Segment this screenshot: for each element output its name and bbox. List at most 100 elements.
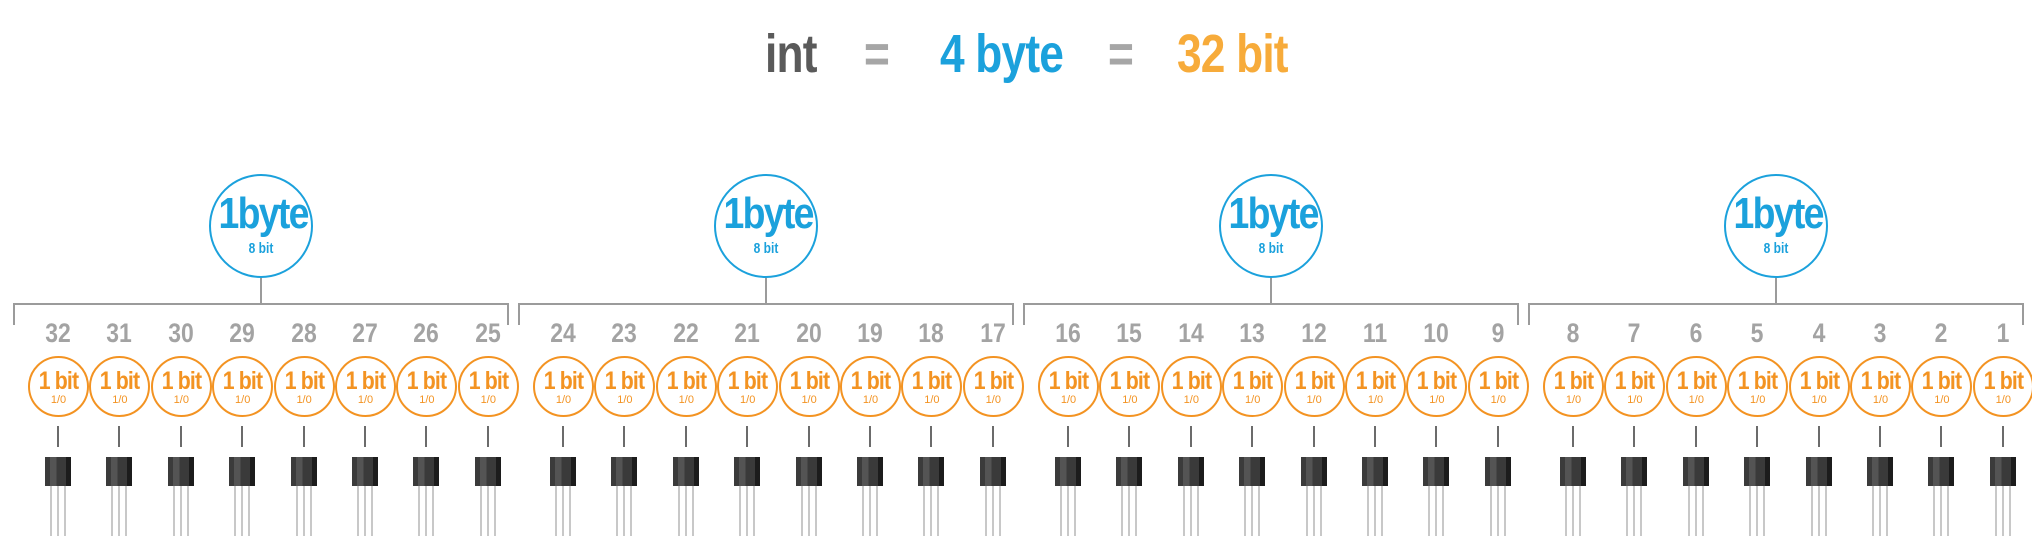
bit-label: 1 bit xyxy=(1417,367,1457,395)
transistor-leg xyxy=(1489,486,1492,536)
bit-label: 1 bit xyxy=(1355,367,1396,395)
bit-connector-line xyxy=(302,426,305,447)
bit-label: 1 bit xyxy=(1737,367,1778,395)
transistor-leg xyxy=(1947,486,1950,536)
bit-number: 15 xyxy=(1116,318,1143,348)
bit-connector-line xyxy=(1879,426,1881,447)
transistor-leg xyxy=(357,486,359,536)
transistor-leg xyxy=(2008,486,2011,536)
transistor-leg xyxy=(677,486,680,536)
title-equals-1: = xyxy=(864,24,890,84)
title-equals-2: = xyxy=(1108,24,1134,84)
transistor-body xyxy=(1055,457,1081,486)
transistor-body xyxy=(229,457,256,486)
transistor-leg xyxy=(118,486,121,536)
transistor-icon xyxy=(229,457,256,536)
transistor-leg xyxy=(1374,486,1376,536)
transistor-body xyxy=(1867,457,1893,486)
transistor-leg xyxy=(295,486,298,536)
transistor-leg xyxy=(1940,486,1943,536)
bit-connector-line xyxy=(1496,426,1499,447)
transistor-leg xyxy=(1258,486,1261,536)
bit-label: 1 bit xyxy=(1553,367,1594,395)
bit-label: 1 bit xyxy=(468,367,509,395)
transistor-leg xyxy=(1879,486,1881,536)
byte-bracket xyxy=(1528,303,2024,325)
bit-connector-line xyxy=(118,426,121,447)
transistor-leg xyxy=(1824,486,1827,536)
transistor-leg xyxy=(1319,486,1322,536)
transistor-icon xyxy=(474,457,501,536)
transistor-leg xyxy=(1128,486,1131,536)
transistor-leg xyxy=(1687,486,1690,536)
transistor-body xyxy=(1423,457,1450,486)
bit-connector-line xyxy=(930,426,933,447)
bit-label: 1 bit xyxy=(407,367,447,395)
transistor-leg xyxy=(1640,486,1643,536)
transistor-leg xyxy=(1367,486,1369,536)
bit-label: 1 bit xyxy=(100,367,140,395)
bit-connector-line xyxy=(1189,426,1192,447)
transistor-icon xyxy=(290,457,317,536)
transistor-body xyxy=(45,457,71,486)
bracket-stem xyxy=(764,278,767,304)
transistor-leg xyxy=(1074,486,1076,536)
transistor-leg xyxy=(425,486,428,536)
transistor-leg xyxy=(302,486,305,536)
transistor-body xyxy=(1300,457,1327,486)
bit-label: 1 bit xyxy=(345,367,386,395)
transistor-body xyxy=(1621,457,1648,486)
transistor-leg xyxy=(1503,486,1506,536)
bit-connector-line xyxy=(1128,426,1131,447)
bit-number: 16 xyxy=(1055,318,1081,348)
transistor-body xyxy=(979,457,1006,486)
bit-number: 27 xyxy=(352,318,378,348)
transistor-body xyxy=(106,457,133,486)
bit-number: 1 xyxy=(1996,318,2010,348)
byte-label: 1byte xyxy=(1228,189,1319,238)
bit-sub: 1/0 xyxy=(801,394,817,406)
bit-number: 12 xyxy=(1300,318,1327,348)
bit-label: 1 bit xyxy=(161,367,202,395)
bit-number: 3 xyxy=(1873,318,1887,348)
bit-number: 10 xyxy=(1423,318,1450,348)
bit-number: 20 xyxy=(795,318,822,348)
transistor-leg xyxy=(1756,486,1759,536)
bit-number: 6 xyxy=(1689,318,1703,348)
transistor-icon xyxy=(1744,457,1771,536)
bit-number: 5 xyxy=(1750,318,1764,348)
bit-sub: 1/0 xyxy=(1122,394,1138,406)
title-bits: 32 bit xyxy=(1177,24,1289,84)
transistor-icon xyxy=(106,457,133,536)
bit-number: 32 xyxy=(45,318,71,348)
transistor-leg xyxy=(746,486,749,536)
bit-number: 30 xyxy=(168,318,194,348)
transistor-leg xyxy=(64,486,66,536)
bit-sub: 1/0 xyxy=(678,394,694,406)
bit-connector-line xyxy=(1756,426,1759,447)
transistor-leg xyxy=(1189,486,1192,536)
bit-sub: 1/0 xyxy=(1627,394,1643,406)
transistor-leg xyxy=(753,486,756,536)
bit-connector-line xyxy=(1694,426,1697,447)
title-bytes: 4 byte xyxy=(940,24,1064,84)
transistor-leg xyxy=(1381,486,1383,536)
bit-number: 14 xyxy=(1178,318,1204,348)
transistor-body xyxy=(1805,457,1832,486)
bit-sub: 1/0 xyxy=(1245,394,1261,406)
transistor-leg xyxy=(562,486,564,536)
bit-number: 26 xyxy=(413,318,440,348)
bit-number: 23 xyxy=(611,318,638,348)
transistor-leg xyxy=(57,486,59,536)
byte-sub: 8 bit xyxy=(248,240,273,257)
bit-sub: 1/0 xyxy=(357,394,374,406)
transistor-icon xyxy=(45,457,71,536)
bit-number: 24 xyxy=(550,318,576,348)
transistor-icon xyxy=(413,457,440,536)
